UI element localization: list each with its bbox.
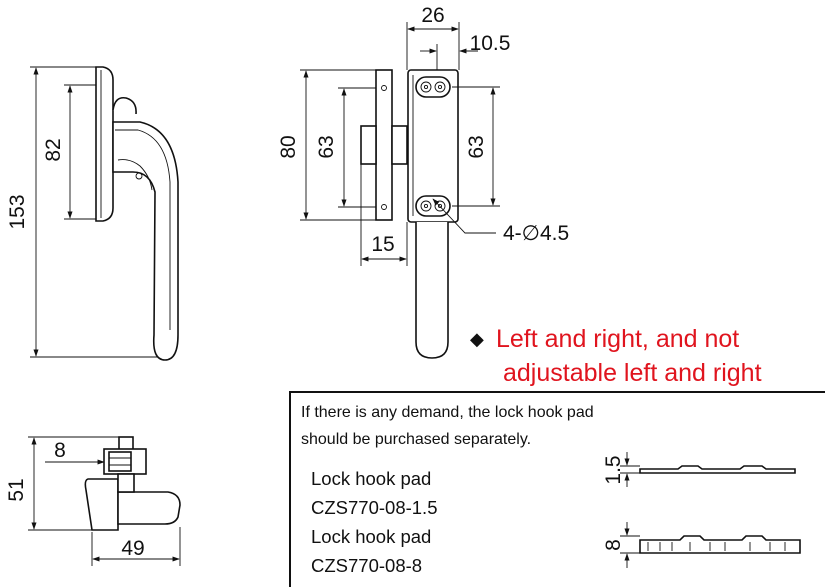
handle-base-plate [95, 66, 114, 222]
top-view: 51 8 49 [5, 436, 181, 566]
pad-1-thickness-label: 1.5 [602, 455, 625, 484]
bullet-diamond-icon: ◆ [470, 329, 484, 349]
feature-note: ◆ Left and right, and not adjustable lef… [470, 325, 762, 387]
info-box: If there is any demand, the lock hook pa… [289, 391, 825, 587]
dim-63-left-label: 63 [315, 135, 338, 158]
dim-10-5-label: 10.5 [470, 32, 511, 55]
side-bracket [360, 125, 377, 165]
dim-80-label: 80 [277, 135, 300, 158]
feature-note-line2: adjustable left and right [503, 359, 762, 387]
info-box-line2: should be purchased separately. [301, 431, 531, 448]
side-spacer [391, 125, 408, 165]
lever-arm [117, 491, 181, 525]
handle-grip [415, 222, 449, 359]
dim-49-label: 49 [121, 537, 144, 560]
front-view: 153 82 [6, 66, 179, 361]
dim-26-label: 26 [421, 4, 444, 27]
hole-callout-leader [432, 198, 496, 234]
handle-lever [112, 121, 179, 361]
lever-neck [117, 473, 135, 493]
dim-63-right-label: 63 [465, 135, 488, 158]
pad-1-name: Lock hook pad [311, 468, 431, 489]
lever-base [84, 478, 119, 531]
info-box-frame [289, 391, 825, 587]
pad-8-drawing: 8 [602, 522, 801, 568]
info-box-line1: If there is any demand, the lock hook pa… [301, 404, 594, 421]
pad-1-5-drawing: 1.5 [602, 452, 796, 487]
dim-153-label: 153 [6, 194, 29, 229]
pad-2-thickness-label: 8 [602, 539, 625, 551]
pin-top [118, 436, 134, 451]
side-view: 26 10.5 80 63 15 [277, 4, 569, 359]
dim-15-label: 15 [371, 233, 394, 256]
side-plate [375, 69, 393, 221]
feature-note-line1: Left and right, and not [496, 325, 739, 353]
pad-2-name: Lock hook pad [311, 526, 431, 547]
mount-inner [108, 451, 132, 472]
pad-1-code: CZS770-08-1.5 [311, 497, 437, 518]
pad-2-code: CZS770-08-8 [311, 555, 422, 576]
handle-knob [112, 96, 137, 115]
dim-51-label: 51 [5, 478, 28, 501]
dim-8-label: 8 [54, 439, 66, 462]
hole-callout-label: 4-∅4.5 [503, 222, 569, 245]
dim-82-label: 82 [42, 138, 65, 161]
